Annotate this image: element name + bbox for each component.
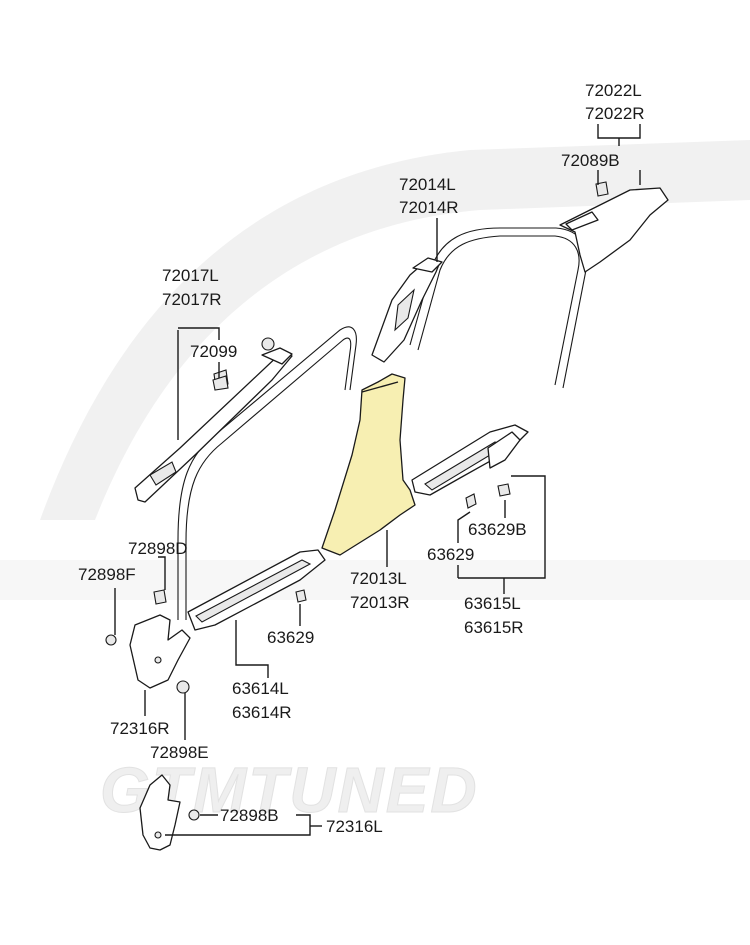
label-63615L: 63615L xyxy=(464,594,521,613)
fasteners xyxy=(105,375,511,821)
watermark-background: GTMTUNED xyxy=(0,140,750,827)
part-72316L xyxy=(139,774,181,851)
part-72316R xyxy=(129,614,191,689)
label-72898D: 72898D xyxy=(128,539,188,558)
label-72898F: 72898F xyxy=(78,565,136,584)
label-72898B: 72898B xyxy=(220,806,279,825)
part-number-labels: 72022L 72022R 72089B 72014L 72014R 72017… xyxy=(78,81,645,836)
part-72022 xyxy=(559,181,669,273)
label-72316L: 72316L xyxy=(326,817,383,836)
part-72017 xyxy=(134,337,293,503)
label-72316R: 72316R xyxy=(110,719,170,738)
label-72014R: 72014R xyxy=(399,198,459,217)
label-72089B: 72089B xyxy=(561,151,620,170)
part-63615 xyxy=(411,424,529,496)
label-63614L: 63614L xyxy=(232,679,289,698)
label-72099: 72099 xyxy=(190,342,237,361)
label-72017R: 72017R xyxy=(162,290,222,309)
label-63629B: 63629B xyxy=(468,520,527,539)
part-72014 xyxy=(371,257,443,363)
label-63614R: 63614R xyxy=(232,703,292,722)
label-63629-rear: 63629 xyxy=(427,545,474,564)
part-72013-highlighted xyxy=(321,373,416,556)
part-63614 xyxy=(187,549,326,631)
label-72013L: 72013L xyxy=(350,569,407,588)
label-72017L: 72017L xyxy=(162,266,219,285)
label-72022L: 72022L xyxy=(585,81,642,100)
leader-lines xyxy=(114,124,641,836)
label-63629-front: 63629 xyxy=(267,628,314,647)
label-72014L: 72014L xyxy=(399,175,456,194)
label-72013R: 72013R xyxy=(350,593,410,612)
label-72022R: 72022R xyxy=(585,104,645,123)
label-72898E: 72898E xyxy=(150,743,209,762)
label-63615R: 63615R xyxy=(464,618,524,637)
